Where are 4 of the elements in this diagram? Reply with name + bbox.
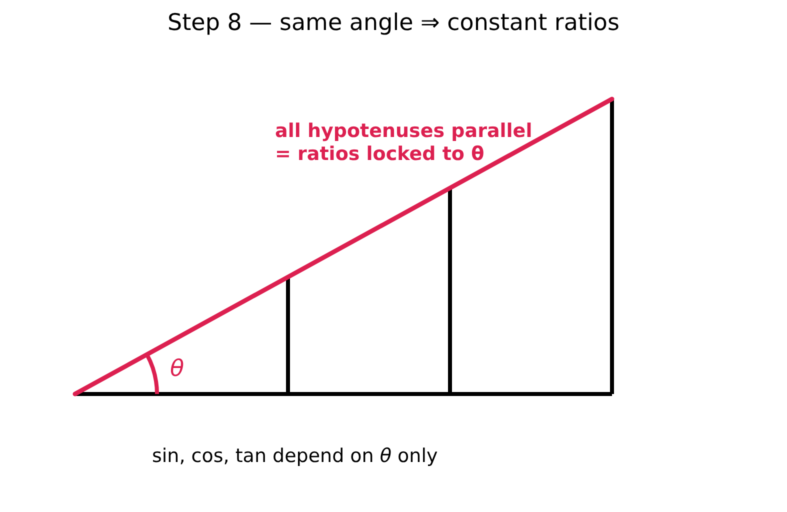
angle-label: θ [170, 356, 184, 382]
diagram-title: Step 8 — same angle ⇒ constant ratios [166, 10, 620, 36]
annotation-note: all hypotenuses parallel = ratios locked to θ [275, 120, 534, 166]
caption-note: sin, cos, tan depend on θ only [152, 445, 438, 467]
